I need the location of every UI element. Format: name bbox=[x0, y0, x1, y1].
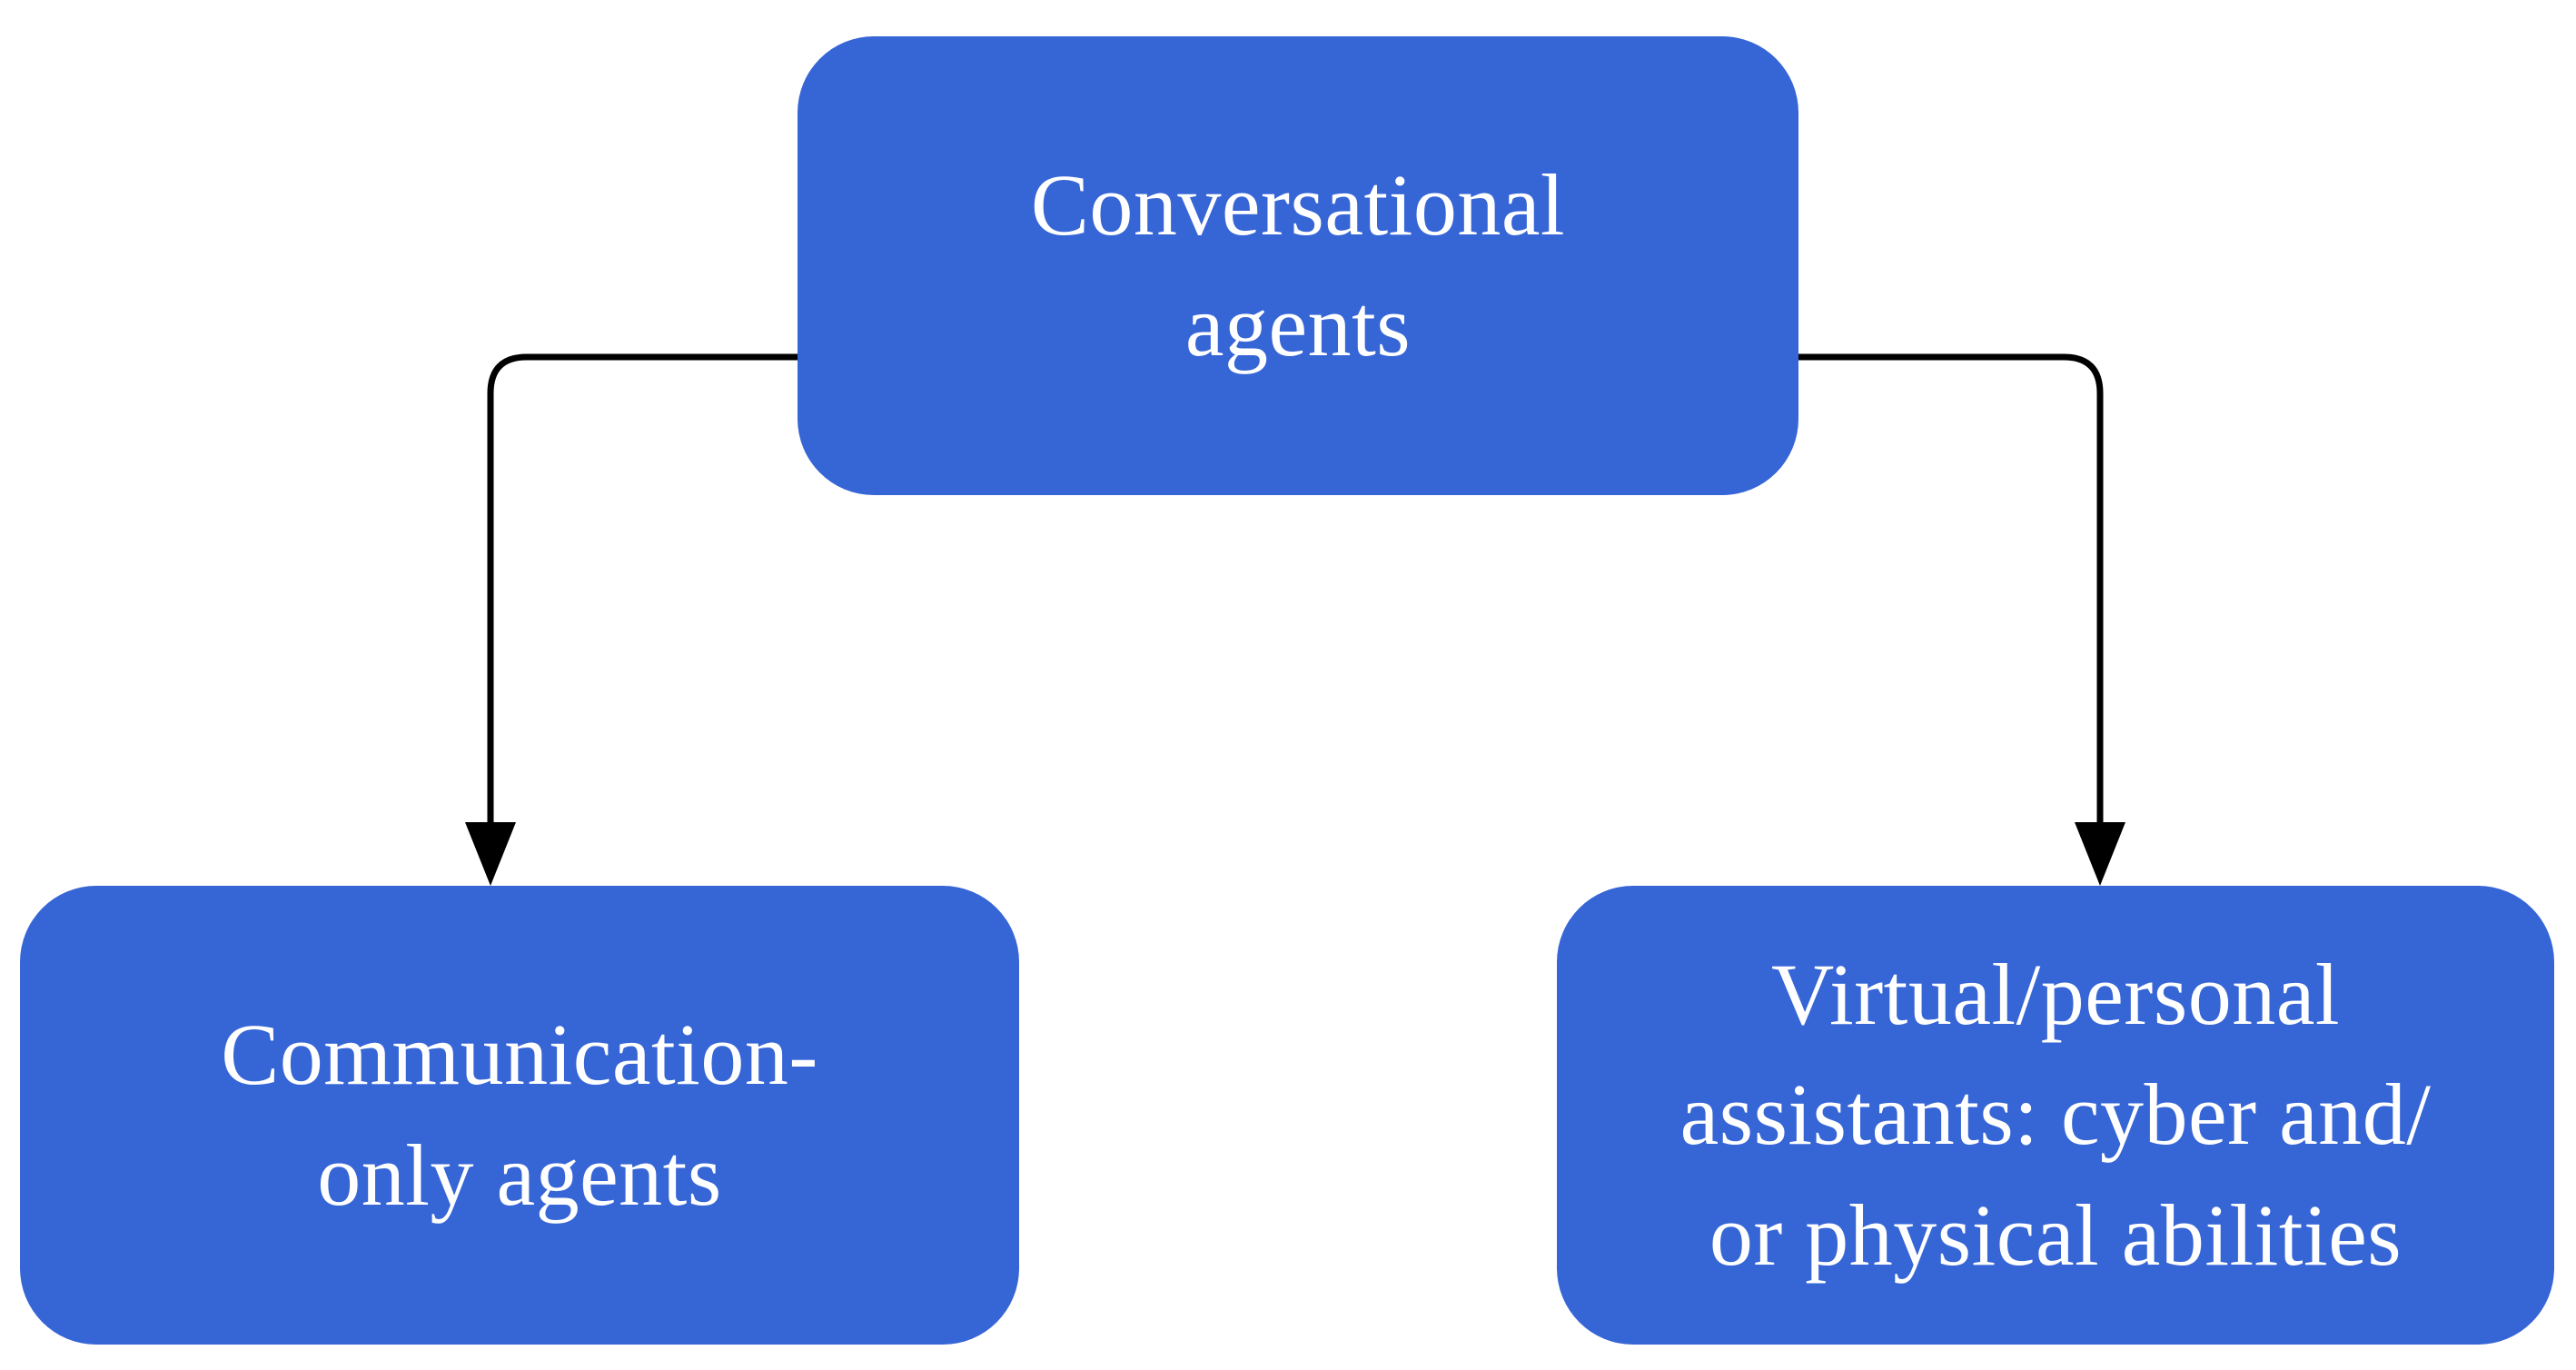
node-label-root: Conversational agents bbox=[1030, 156, 1566, 374]
node-conversational-agents: Conversational agents bbox=[798, 36, 1798, 495]
node-label-virtual-assistants: Virtual/personal assistants: cyber and/ … bbox=[1679, 945, 2432, 1284]
node-communication-only-agents: Communication- only agents bbox=[20, 886, 1019, 1345]
node-label-communication-only: Communication- only agents bbox=[221, 1006, 818, 1224]
edge-root-to-right bbox=[1795, 353, 2125, 886]
arrowhead-right bbox=[2075, 822, 2125, 886]
node-virtual-personal-assistants: Virtual/personal assistants: cyber and/ … bbox=[1557, 886, 2554, 1345]
arrowhead-left bbox=[465, 822, 516, 886]
edge-root-to-left bbox=[465, 353, 801, 886]
